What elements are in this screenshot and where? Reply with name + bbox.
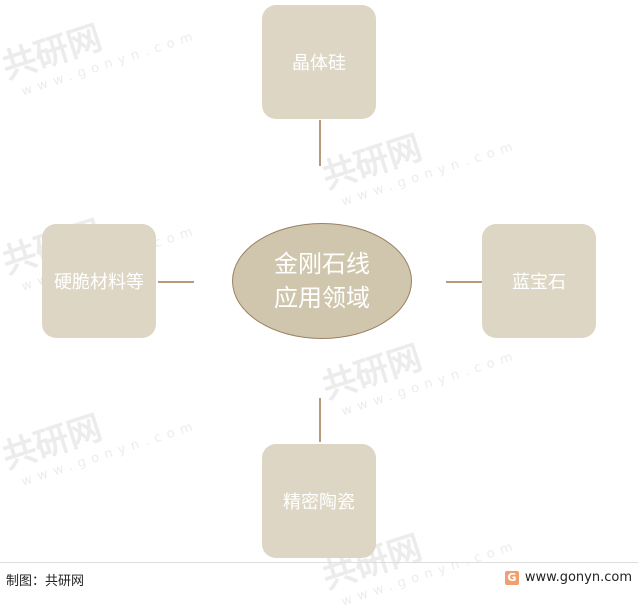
connector-bottom <box>319 398 321 442</box>
center-node: 金刚石线 应用领域 <box>232 223 412 339</box>
node-left: 硬脆材料等 <box>42 224 156 338</box>
footer-site: G www.gonyn.com <box>504 570 632 585</box>
footer-divider <box>0 562 638 563</box>
node-right: 蓝宝石 <box>482 224 596 338</box>
connector-top <box>319 120 321 166</box>
center-label-line1: 金刚石线 <box>274 250 370 278</box>
node-right-label: 蓝宝石 <box>512 272 566 293</box>
node-bottom-label: 精密陶瓷 <box>283 492 355 513</box>
connector-right <box>446 281 482 283</box>
footer-site-url: www.gonyn.com <box>524 570 632 585</box>
node-left-label: 硬脆材料等 <box>54 272 144 293</box>
footer-source: 制图：共研网 <box>6 574 85 589</box>
connector-left <box>158 281 194 283</box>
node-top-label: 晶体硅 <box>292 53 346 74</box>
node-top: 晶体硅 <box>262 5 376 119</box>
logo-icon: G <box>504 570 519 585</box>
node-bottom: 精密陶瓷 <box>262 444 376 558</box>
center-label-line2: 应用领域 <box>274 284 370 312</box>
